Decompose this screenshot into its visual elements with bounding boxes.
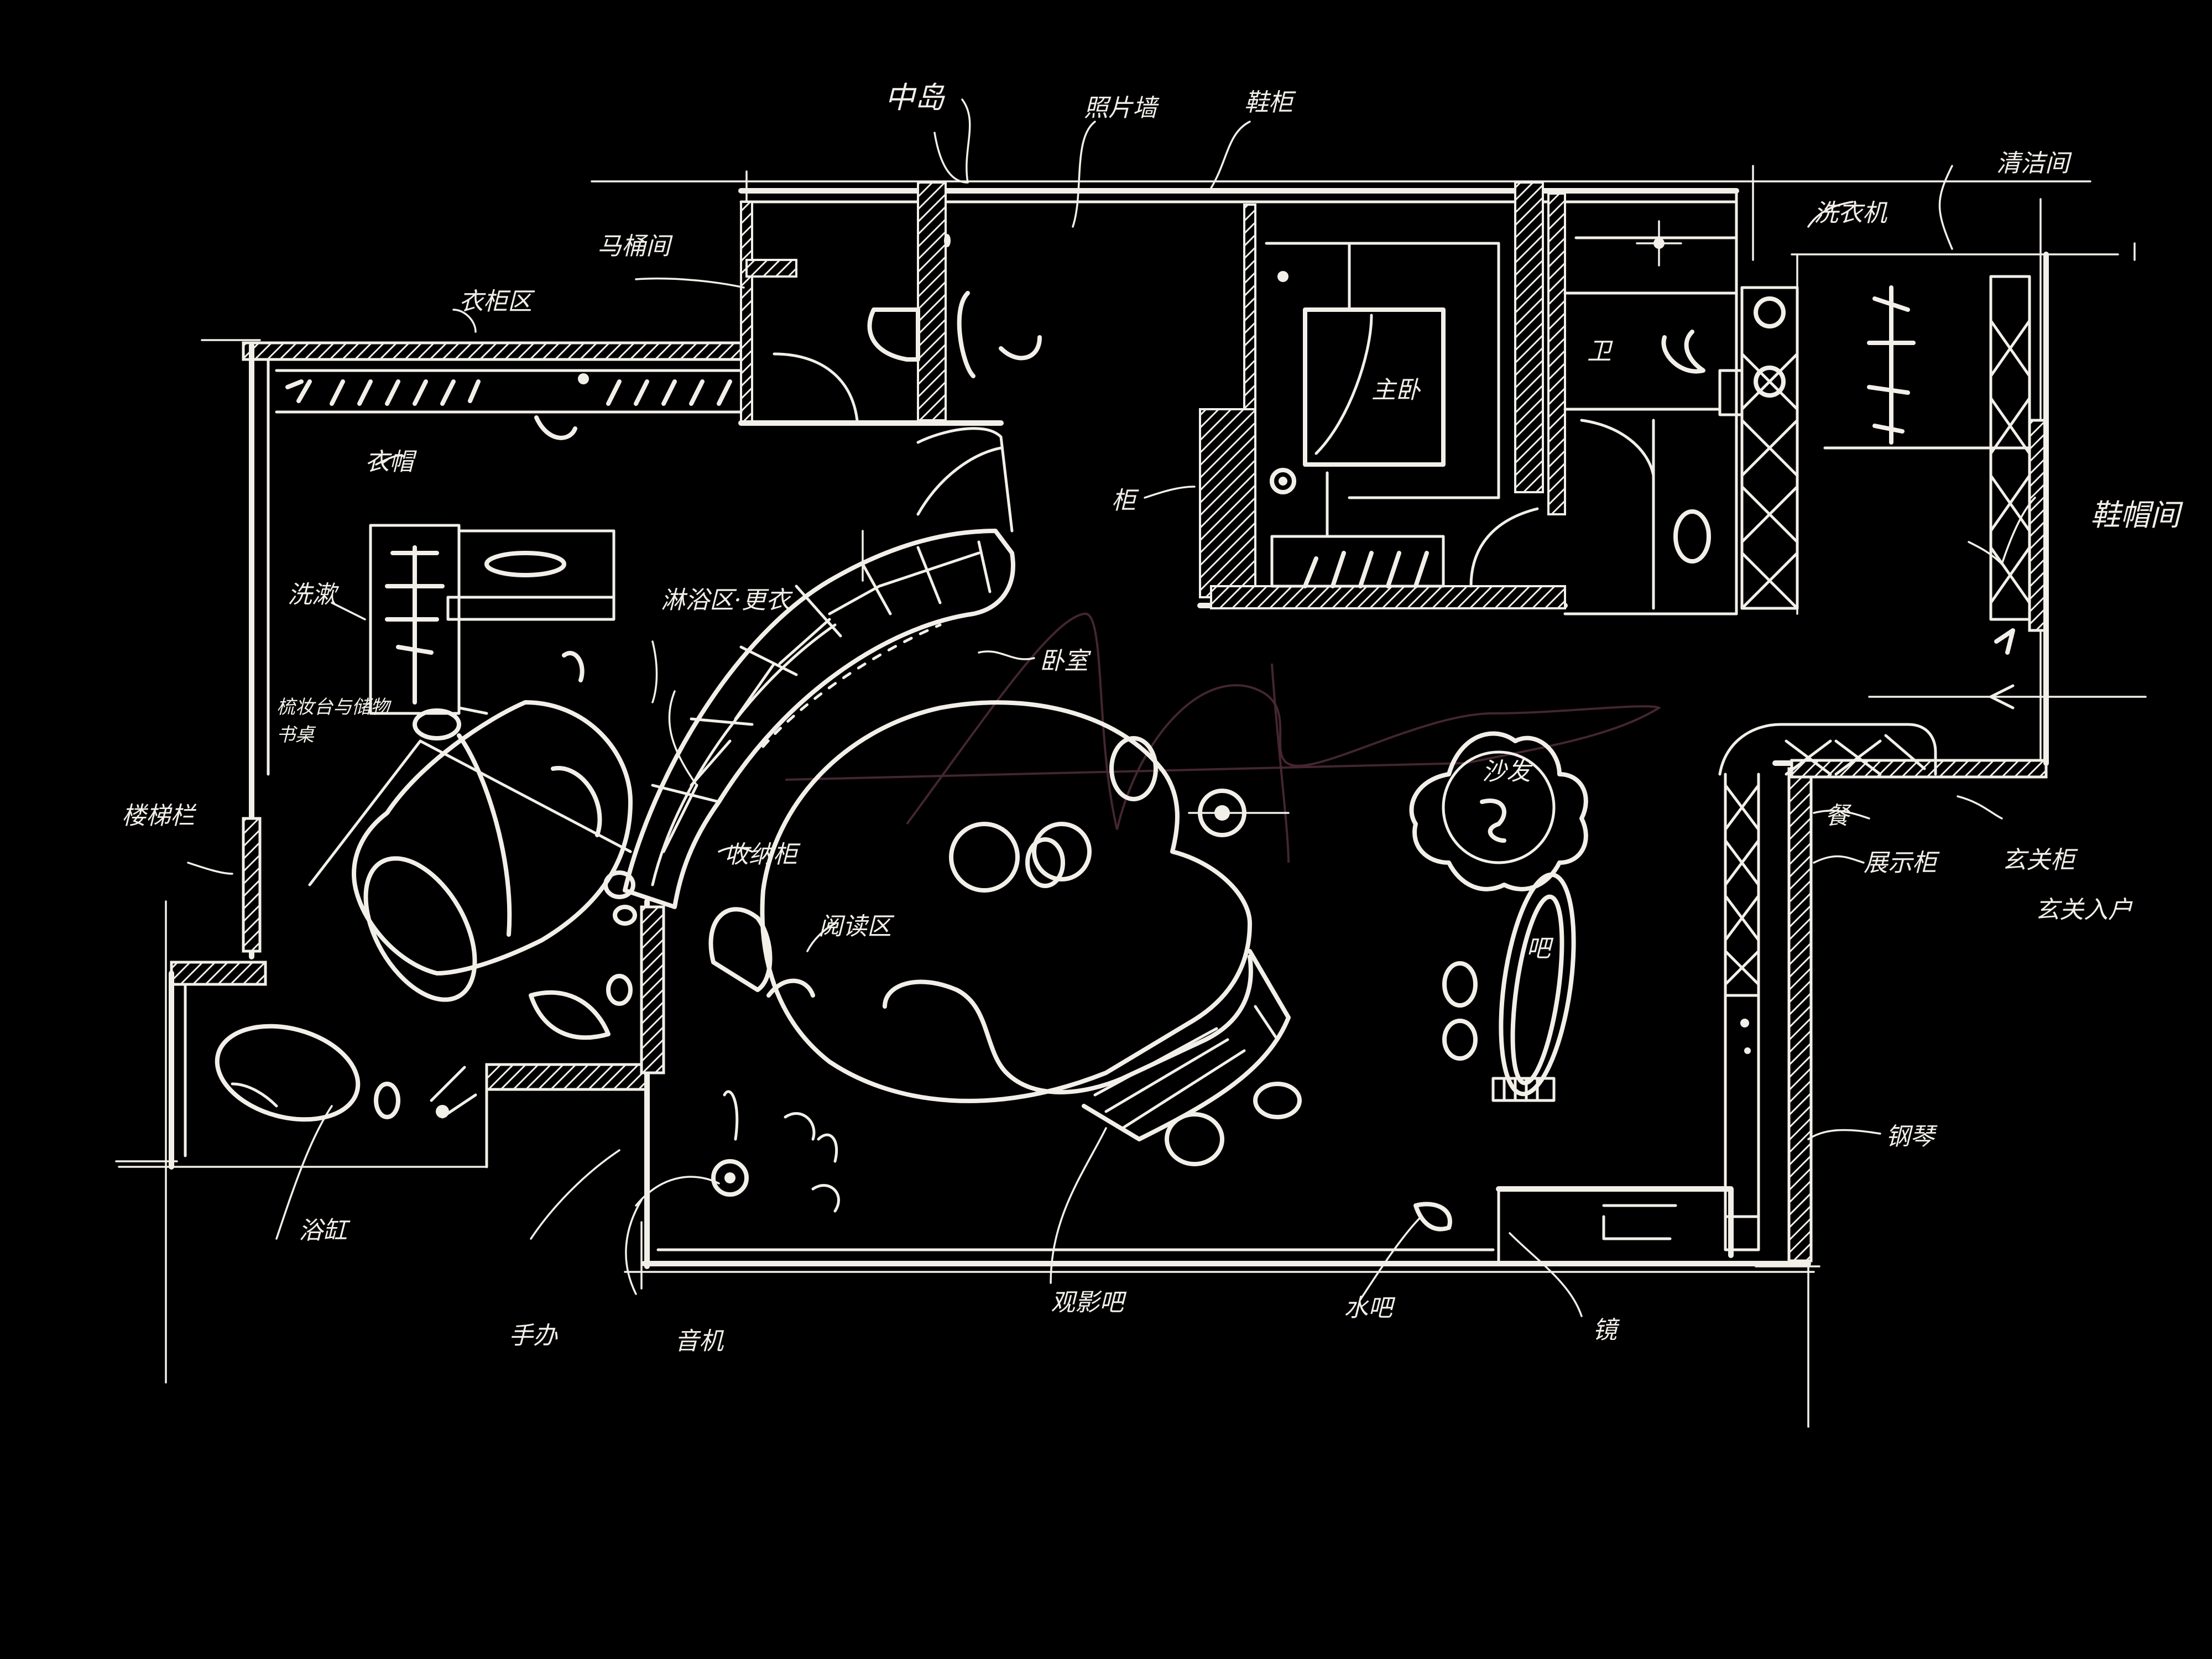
label-cabinet: 柜 <box>1112 487 1139 515</box>
lounge-cluster-left <box>308 700 637 1040</box>
label-reading: 阅读区 <box>818 912 895 941</box>
label-piano: 钢琴 <box>1886 1123 1938 1151</box>
label-hand-wash: 手办 <box>509 1322 558 1350</box>
label-entry-hall: 玄关入户 <box>2035 896 2133 924</box>
label-desk: 书桌 <box>276 724 316 746</box>
wash-counter <box>369 524 615 715</box>
label-display-cabinet: 展示柜 <box>1864 849 1940 877</box>
label-entry-cabinet: 玄关柜 <box>2002 846 2078 874</box>
annotation-labels: 中岛 照片墙 鞋柜 马桶间 衣柜区 衣帽 洗漱 淋浴区·更衣 梳妆台与储物 楼梯… <box>122 80 2183 1355</box>
label-stairs: 楼梯栏 <box>122 802 197 830</box>
label-bedroom: 主卧 <box>1371 376 1421 404</box>
label-bathtub: 浴缸 <box>299 1217 351 1245</box>
walls <box>169 188 2049 1269</box>
bathroom-right <box>1547 189 1744 615</box>
watermark-signature <box>785 612 1662 863</box>
label-storage-cabinet: 收纳柜 <box>724 841 801 869</box>
label-sound: 音机 <box>675 1327 724 1355</box>
label-dressing-room: 鞋帽间 <box>2090 498 2183 533</box>
label-water-bar: 水吧 <box>1344 1294 1396 1322</box>
label-bath: 卫 <box>1587 337 1613 366</box>
label-toilet-room: 马桶间 <box>597 232 673 260</box>
label-shower-tray: 淋浴区·更衣 <box>661 586 793 614</box>
label-shoe-cabinet: 鞋柜 <box>1244 88 1296 117</box>
toilet-room <box>738 181 1042 426</box>
bedroom <box>1197 181 1568 609</box>
central-sofa <box>708 700 1302 1166</box>
bathtub <box>215 1024 477 1122</box>
label-photo-wall: 照片墙 <box>1084 94 1160 122</box>
label-dressing-counter: 梳妆台与储物 <box>276 696 392 718</box>
entry-cabinet <box>1718 684 2015 1251</box>
label-clean-room: 清洁间 <box>1996 149 2072 178</box>
curved-truss-partition <box>623 427 1015 909</box>
label-laundry: 洗衣机 <box>1814 199 1888 227</box>
label-dining: 餐 <box>1825 802 1852 830</box>
label-sofa: 沙发 <box>1482 758 1533 786</box>
dining-group <box>1409 731 1677 1240</box>
label-storage-corridor: 衣柜区 <box>459 288 535 316</box>
label-kitchen-island: 中岛 <box>885 80 946 115</box>
label-tv-wall: 观影吧 <box>1051 1288 1127 1317</box>
label-mirror: 镜 <box>1593 1316 1620 1344</box>
cleaning-column <box>1740 253 2031 655</box>
label-leisure: 卧室 <box>1040 647 1092 675</box>
left-stool-sound <box>711 1090 840 1213</box>
label-cloakroom: 衣帽 <box>365 448 417 476</box>
leader-lines <box>187 98 2036 1317</box>
label-wash: 洗漱 <box>288 581 340 609</box>
closet-run-top <box>275 369 743 440</box>
label-bar: 吧 <box>1526 935 1554 963</box>
